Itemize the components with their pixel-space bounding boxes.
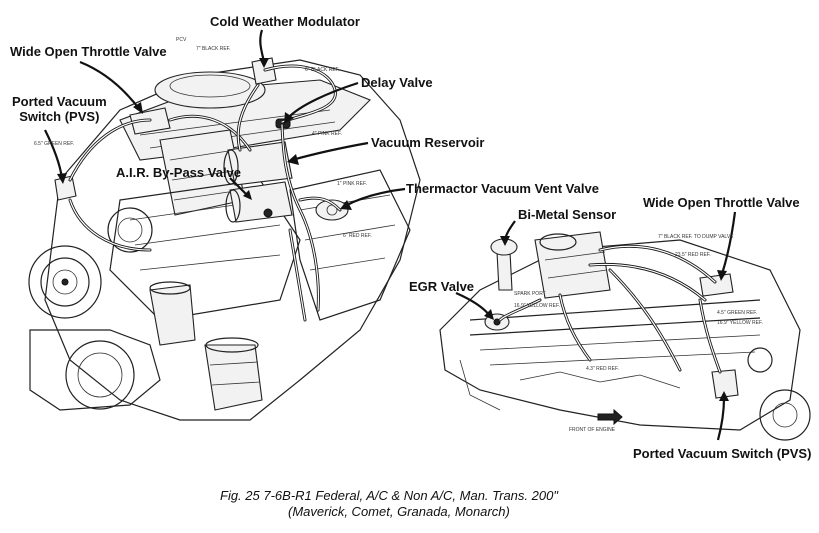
vacuum-reservoir-label: Vacuum Reservoir	[371, 135, 485, 150]
right-engine-drawing	[439, 231, 811, 441]
hose-label-red-ref-lower: 4.3" RED REF.	[586, 366, 619, 372]
bi-metal-sensor-label: Bi-Metal Sensor	[518, 207, 617, 222]
hose-label-black-ref-dump: 7" BLACK REF. TO DUMP VALVE	[658, 234, 734, 240]
egr-valve-label: EGR Valve	[409, 279, 475, 294]
hose-label-spark-port: SPARK PORT	[514, 291, 546, 297]
callout-pointers	[44, 29, 737, 441]
hose-label-red-ref: 6" RED REF.	[343, 233, 372, 239]
figure-caption-line2: (Maverick, Comet, Granada, Monarch)	[288, 504, 510, 519]
front-of-engine-label: FRONT OF ENGINE	[569, 427, 616, 433]
cold-weather-modulator-label: Cold Weather Modulator	[210, 14, 360, 29]
air-bypass-valve-label: A.I.R. By-Pass Valve	[116, 165, 242, 180]
hose-label-red-ref-right: 23.5" RED REF.	[675, 252, 711, 258]
delay-valve-label: Delay Valve	[361, 75, 433, 90]
hose-label-yellow-ref: 16.9" YELLOW REF.	[514, 303, 560, 309]
hose-label-pcv: PCV	[176, 37, 187, 43]
hose-label-black-ref-2: 6" BLACK REF.	[305, 67, 340, 73]
hose-label-green-ref-left: 6.5" GREEN REF.	[34, 141, 75, 147]
ported-vacuum-switch-left-label: Ported Vacuum Switch (PVS)	[12, 94, 107, 124]
hose-label-green-ref-right: 4.5" GREEN REF.	[717, 310, 758, 316]
hose-label-pink-ref-2: 1" PINK REF.	[337, 181, 367, 187]
hose-label-yellow-ref-right: 16.9" YELLOW REF.	[717, 320, 763, 326]
wide-open-throttle-valve-left-label: Wide Open Throttle Valve	[10, 44, 167, 59]
thermactor-vacuum-vent-valve-label: Thermactor Vacuum Vent Valve	[406, 181, 599, 196]
hose-label-black-ref-1: 7" BLACK REF.	[196, 46, 231, 52]
wide-open-throttle-valve-right-label: Wide Open Throttle Valve	[643, 195, 800, 210]
figure-caption-line1: Fig. 25 7-6B-R1 Federal, A/C & Non A/C, …	[220, 488, 558, 503]
hose-label-pink-ref-1: 4" PINK REF.	[312, 131, 342, 137]
ported-vacuum-switch-right-label: Ported Vacuum Switch (PVS)	[633, 446, 812, 461]
